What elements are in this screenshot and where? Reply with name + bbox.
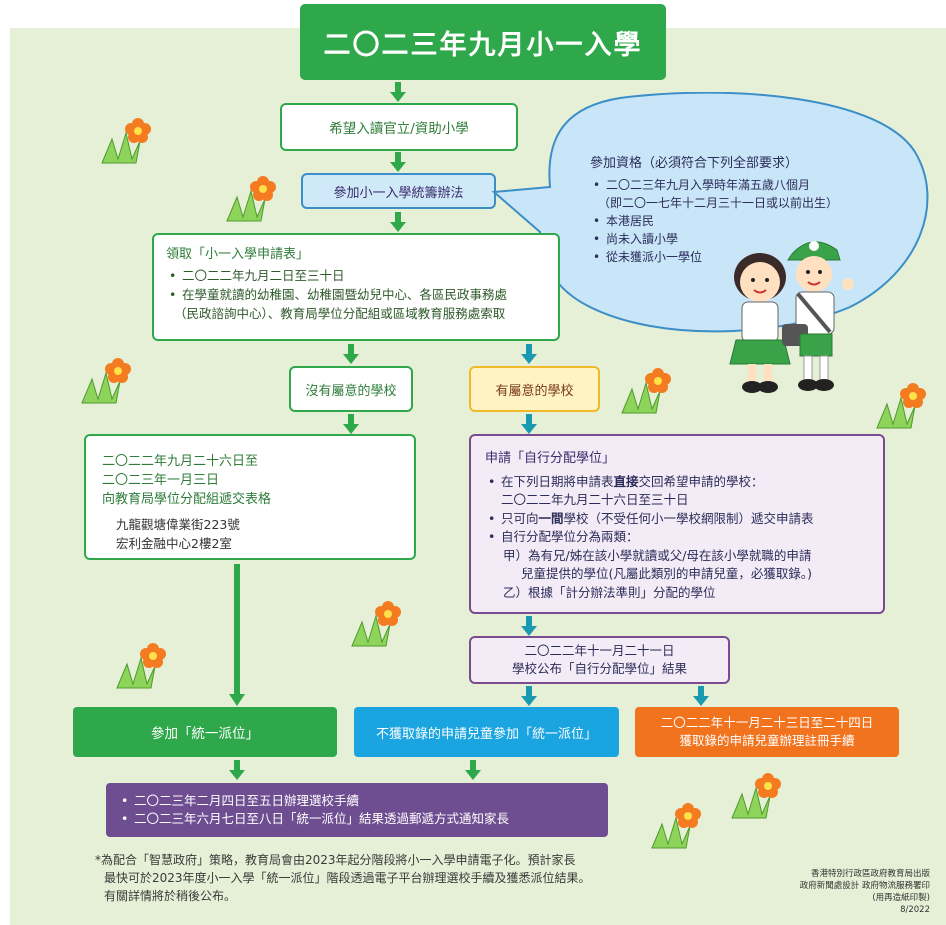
arrow-down-icon [343,344,359,364]
result-box: 二〇二二年十一月二十一日 學校公布「自行分配學位」結果 [469,636,730,684]
eligibility-item: 本港居民 [590,212,890,230]
arrow-down-icon [343,414,359,434]
page-title: 二〇二三年九月小一入學 [323,29,643,61]
discretionary-box: 申請「自行分配學位」 在下列日期將申請表直接交回希望申請的學校：二〇二二年九月二… [469,434,885,614]
arrow-down-icon [521,686,537,706]
flower-grass-icon [116,642,167,689]
flower-grass-icon [876,382,927,429]
submit-box: 二〇二二年九月二十六日至 二〇二三年一月三日 向教育局學位分配組遞交表格 九龍觀… [84,434,416,560]
arrow-down-icon [390,212,406,232]
discretionary-item: 自行分配學位分為兩類： [485,528,869,547]
arrow-down-icon [521,414,537,434]
eligibility-item: 尚未入讀小學 [590,230,890,248]
discretionary-title: 申請「自行分配學位」 [485,451,616,466]
form-item: 二〇二二年九月二日至三十日 [166,266,546,285]
arrow-down-icon [521,344,537,364]
eligibility-item: 從未獲派小一學位 [590,248,890,266]
credits: 香港特別行政區政府教育局出版 政府新聞處設計 政府物流服務署印 (用再造紙印製)… [799,869,930,915]
footnote: *為配合「智慧政府」策略，教育局會由2023年起分階段將小一入學申請電子化。預計… [95,853,591,903]
central-allocation-box: 參加「統一派位」 [73,707,337,757]
arrow-down-icon [390,152,406,172]
flower-grass-icon [621,367,672,414]
flower-grass-icon [351,600,402,647]
final-item: 二〇二三年六月七日至八日「統一派位」結果透過郵遞方式通知家長 [118,810,596,828]
arrow-down-icon [390,82,406,102]
no-school-box: 沒有屬意的學校 [289,366,413,412]
step-join-box: 參加小一入學統籌辦法 [301,173,496,209]
arrow-down-icon [693,686,709,706]
admitted-box: 二〇二二年十一月二十三日至二十四日 獲取錄的申請兒童辦理註冊手續 [635,707,899,757]
eligibility-item: 二〇二三年九月入學時年滿五歲八個月（即二〇一七年十二月三十一日或以前出生） [590,176,890,212]
has-school-box: 有屬意的學校 [469,366,600,412]
discretionary-item: 只可向一間學校（不受任何小一學校網限制）遞交申請表 [485,510,869,529]
step-hope-box: 希望入讀官立/資助小學 [280,103,518,151]
discretionary-item: 在下列日期將申請表直接交回希望申請的學校：二〇二二年九月二十六日至三十日 [485,473,869,510]
final-item: 二〇二三年二月四日至五日辦理選校手續 [118,792,596,810]
arrow-down-icon [229,564,245,706]
not-admitted-box: 不獲取錄的申請兒童參加「統一派位」 [354,707,619,757]
children-illustration [729,241,854,393]
flower-grass-icon [101,117,152,164]
arrow-down-icon [229,760,245,780]
form-box: 領取「小一入學申請表」 二〇二二年九月二日至三十日 在學童就讀的幼稚園、幼稚園暨… [152,233,560,341]
flower-grass-icon [731,772,782,819]
arrow-down-icon [521,616,537,636]
arrow-down-icon [465,760,481,780]
flower-grass-icon [651,802,702,849]
final-box: 二〇二三年二月四日至五日辦理選校手續 二〇二三年六月七日至八日「統一派位」結果透… [106,783,608,837]
form-item: 在學童就讀的幼稚園、幼稚園暨幼兒中心、各區民政事務處（民政諮詢中心）、教育局學位… [166,285,546,323]
title-banner: 二〇二三年九月小一入學 [300,4,666,80]
flower-grass-icon [226,175,277,222]
flower-grass-icon [81,357,132,404]
eligibility-content: 參加資格（必須符合下列全部要求） 二〇二三年九月入學時年滿五歲八個月（即二〇一七… [590,155,890,266]
eligibility-title: 參加資格（必須符合下列全部要求） [590,156,799,171]
form-title: 領取「小一入學申請表」 [166,247,310,262]
